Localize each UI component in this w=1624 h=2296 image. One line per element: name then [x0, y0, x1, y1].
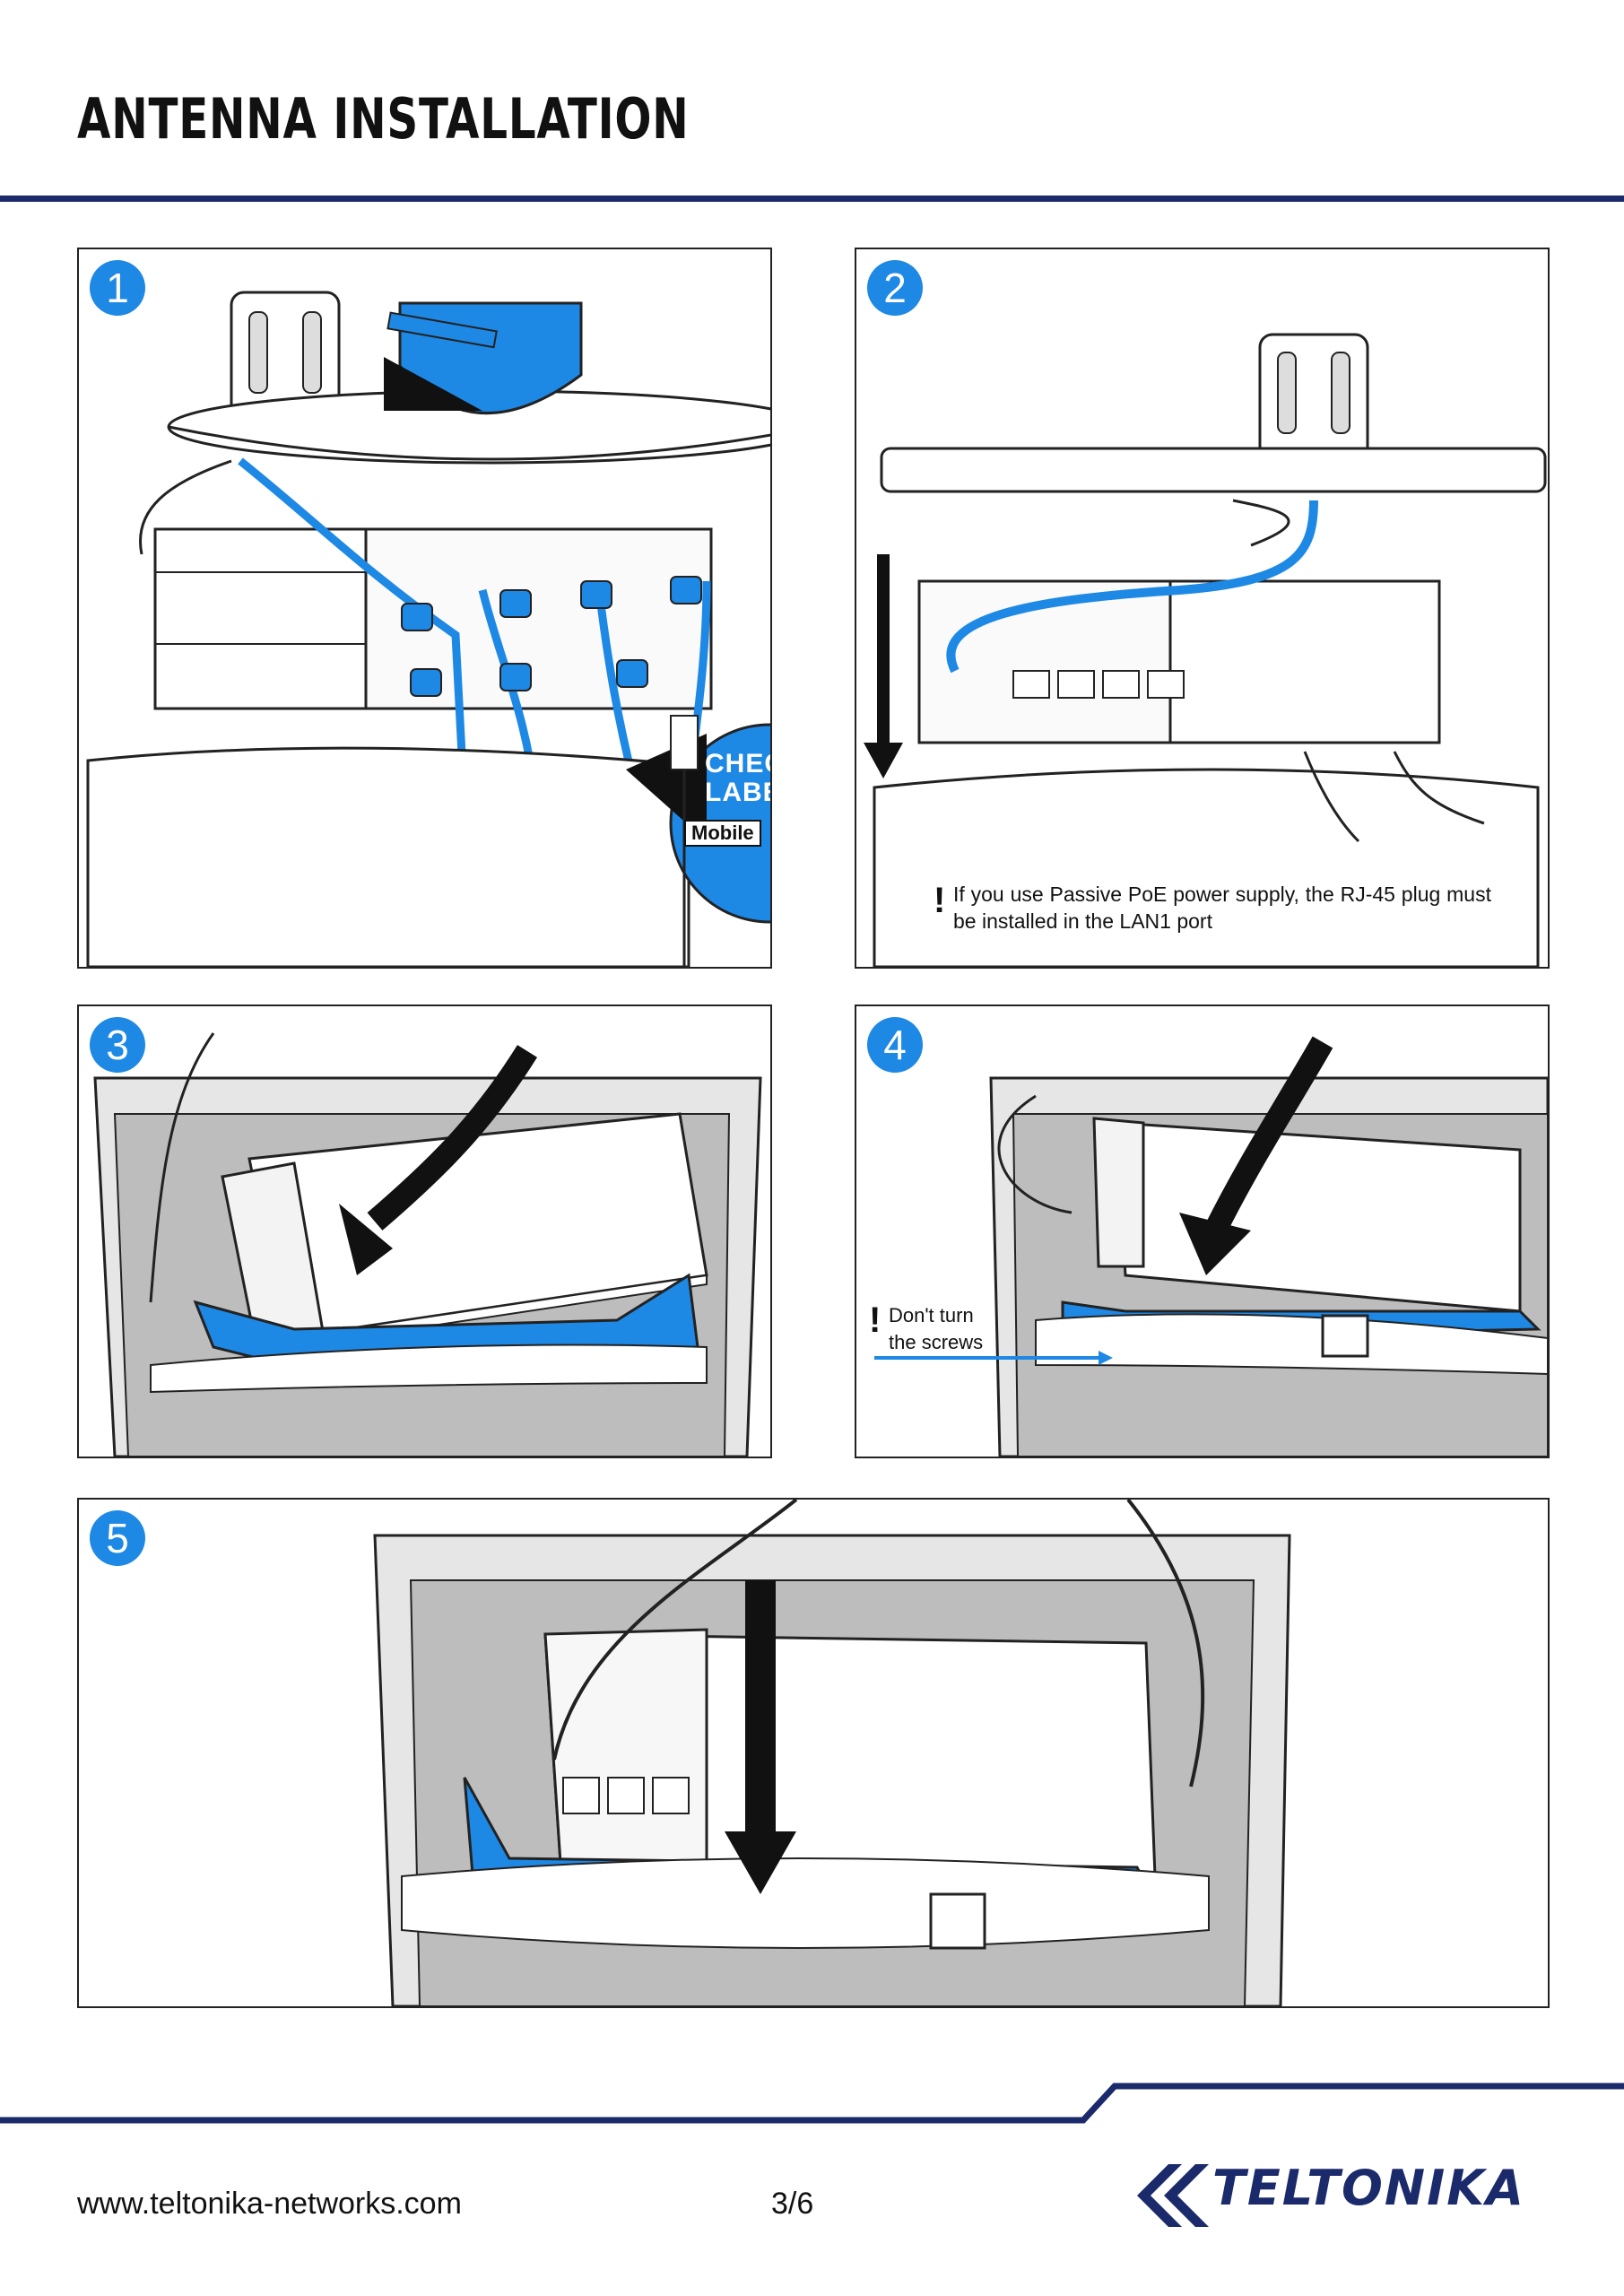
- step-5-badge: 5: [90, 1510, 145, 1566]
- step-4-panel: 4 ! Don't turn the screws: [855, 1004, 1550, 1458]
- exclamation-icon: !: [934, 881, 946, 920]
- step-2-panel: 2 ! If you use Passive PoE power supply,…: [855, 248, 1550, 969]
- step-1-badge: 1: [90, 260, 145, 316]
- check-label-line-2: LABEL: [705, 778, 770, 807]
- page-title: ANTENNA INSTALLATION: [77, 86, 690, 152]
- step-5-panel: 5: [77, 1498, 1550, 2008]
- step-2-illustration: [864, 333, 1547, 967]
- footer-divider: [0, 2083, 1624, 2124]
- step-5-illustration: [373, 1500, 1291, 2006]
- exclamation-icon: !: [869, 1300, 881, 1340]
- passive-poe-note-text: If you use Passive PoE power supply, the…: [953, 883, 1491, 933]
- brand-name: TELTONIKA: [1212, 2160, 1525, 2216]
- step-4-illustration: [874, 1036, 1548, 1457]
- check-label-text: CHECK LABEL: [705, 749, 770, 807]
- mobile-label-tag: Mobile: [684, 820, 761, 847]
- step-1-illustration: [86, 291, 770, 967]
- step-1-panel: 1: [77, 248, 772, 969]
- step-3-badge: 3: [90, 1017, 145, 1073]
- step-3-illustration: [93, 1032, 762, 1457]
- footer-website[interactable]: www.teltonika-networks.com: [77, 2187, 462, 2221]
- page-number: 3/6: [771, 2187, 814, 2221]
- dont-turn-line-1: Don't turn: [889, 1304, 974, 1326]
- teltonika-logo-icon: [1137, 2164, 1209, 2227]
- step-2-badge: 2: [867, 260, 923, 316]
- header-divider: [0, 196, 1624, 202]
- step-4-badge: 4: [867, 1017, 923, 1073]
- step-2-note: ! If you use Passive PoE power supply, t…: [934, 881, 1491, 935]
- step-3-panel: 3: [77, 1004, 772, 1458]
- step-4-note: ! Don't turn the screws: [869, 1302, 984, 1356]
- check-label-line-1: CHECK: [705, 749, 770, 778]
- dont-turn-line-2: the screws: [889, 1331, 984, 1353]
